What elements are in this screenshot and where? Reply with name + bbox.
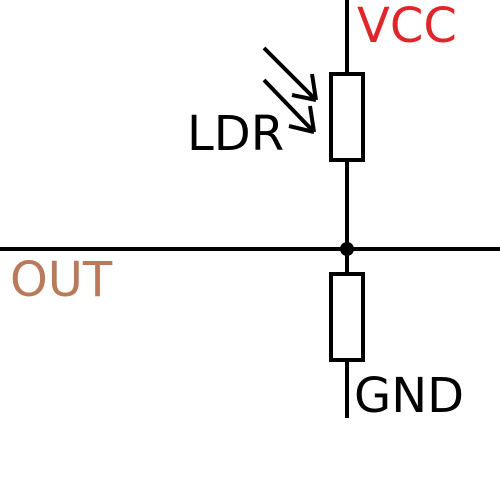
light-arrows-icon: [262, 46, 318, 134]
ldr-resistor: [329, 72, 365, 162]
ldr-label: LDR: [187, 106, 285, 162]
fixed-resistor: [329, 272, 365, 362]
junction-dot: [340, 242, 354, 256]
out-label: OUT: [10, 252, 113, 308]
gnd-label: GND: [354, 368, 465, 424]
vcc-label: VCC: [357, 0, 457, 54]
